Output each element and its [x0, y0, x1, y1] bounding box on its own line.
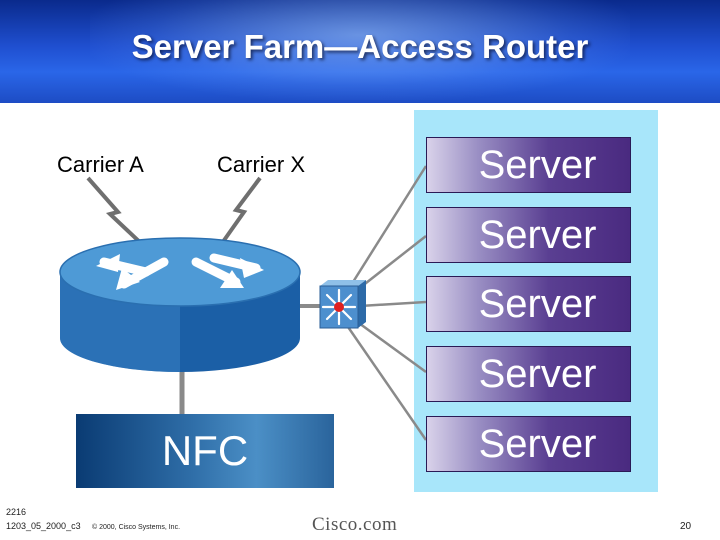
switch-server-link-1 — [346, 165, 428, 291]
switch-server-link-5 — [344, 323, 428, 441]
server-box: Server — [426, 137, 631, 193]
copyright-text: © 2000, Cisco Systems, Inc. — [92, 524, 181, 531]
server-box: Server — [426, 416, 631, 472]
course-code: 2216 — [6, 507, 27, 517]
switch-server-link-4 — [351, 316, 427, 374]
carrier-a-link — [86, 176, 148, 250]
slide-title: Server Farm—Access Router — [131, 28, 589, 65]
carrier-x-link — [218, 176, 262, 248]
page-number: 20 — [680, 521, 692, 532]
server-box: Server — [426, 207, 631, 263]
carrier-a-label: Carrier A — [57, 152, 144, 177]
cisco-logo: Cisco.com — [312, 514, 398, 535]
title-banner: Server Farm—Access Router — [0, 0, 720, 103]
server-box: Server — [426, 276, 631, 332]
router-icon — [59, 237, 301, 372]
title-banner-glow — [90, 0, 630, 100]
slide-code: 1203_05_2000_c3 — [6, 521, 81, 531]
carrier-x-label: Carrier X — [217, 152, 306, 177]
switch-icon — [319, 280, 366, 329]
switch-server-link-3 — [359, 300, 427, 308]
nfc-box: NFC — [76, 414, 334, 488]
server-box: Server — [426, 346, 631, 402]
